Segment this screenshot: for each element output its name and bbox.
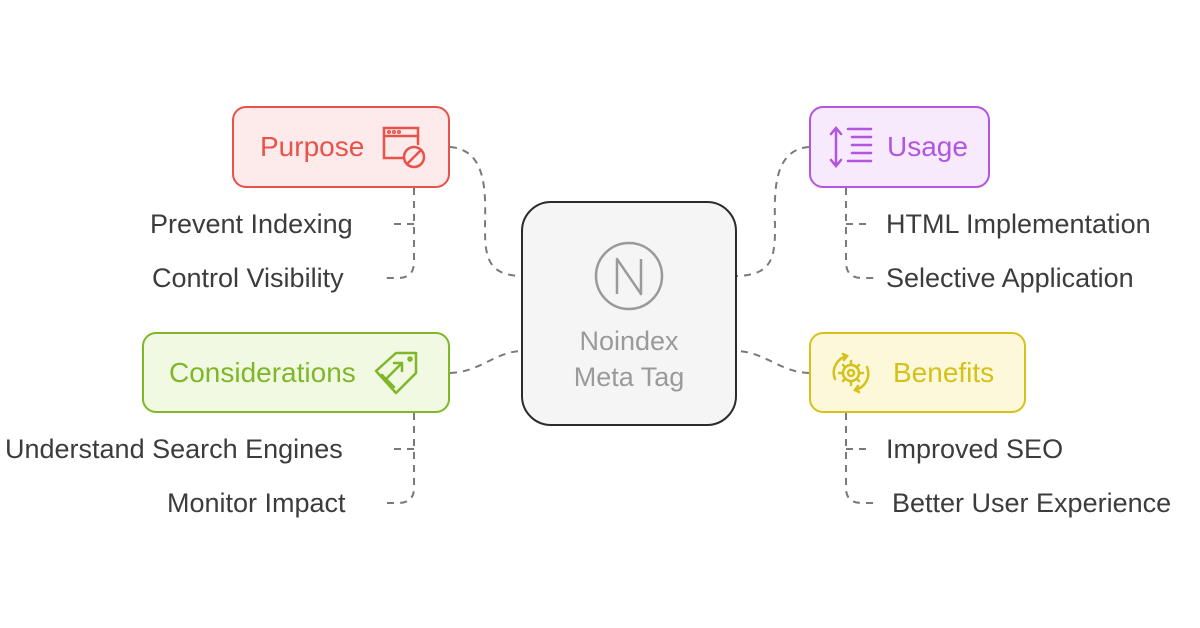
text-lines-arrows-icon	[829, 123, 875, 171]
benefits-item-1: Improved SEO	[886, 434, 1064, 464]
benefits-label: Benefits	[893, 356, 995, 388]
considerations-item-2: Monitor Impact	[167, 488, 346, 518]
purpose-item-2: Control Visibility	[152, 263, 344, 293]
connector-considerations	[449, 350, 522, 374]
usage-label: Usage	[887, 131, 968, 162]
purpose-label: Purpose	[260, 131, 365, 162]
center-node[interactable]: Noindex Meta Tag	[521, 201, 737, 426]
usage-node[interactable]: Usage	[809, 106, 990, 188]
connector-benefits-items	[845, 413, 876, 504]
purpose-node[interactable]: Purpose	[232, 106, 450, 188]
usage-item-1: HTML Implementation	[886, 209, 1151, 239]
connector-usage	[736, 146, 810, 277]
considerations-item-1: Understand Search Engines	[5, 434, 343, 464]
center-title-line2: Meta Tag	[573, 362, 685, 392]
considerations-node[interactable]: Considerations	[142, 332, 450, 413]
connector-purpose	[449, 146, 522, 277]
tag-arrow-icon	[372, 349, 420, 397]
purpose-item-1: Prevent Indexing	[150, 209, 353, 239]
center-title-line1: Noindex	[579, 326, 679, 356]
connector-benefits	[736, 350, 810, 374]
benefits-node[interactable]: Benefits	[809, 332, 1026, 413]
connector-purpose-items	[384, 188, 415, 279]
gear-cycle-icon	[827, 349, 875, 397]
usage-item-2: Selective Application	[886, 263, 1134, 293]
n-circle-icon	[594, 241, 664, 311]
benefits-item-2: Better User Experience	[892, 488, 1172, 518]
connector-usage-items	[845, 188, 876, 279]
browser-blocked-icon	[380, 124, 426, 170]
connector-considerations-items	[384, 413, 415, 504]
considerations-label: Considerations	[169, 356, 356, 388]
